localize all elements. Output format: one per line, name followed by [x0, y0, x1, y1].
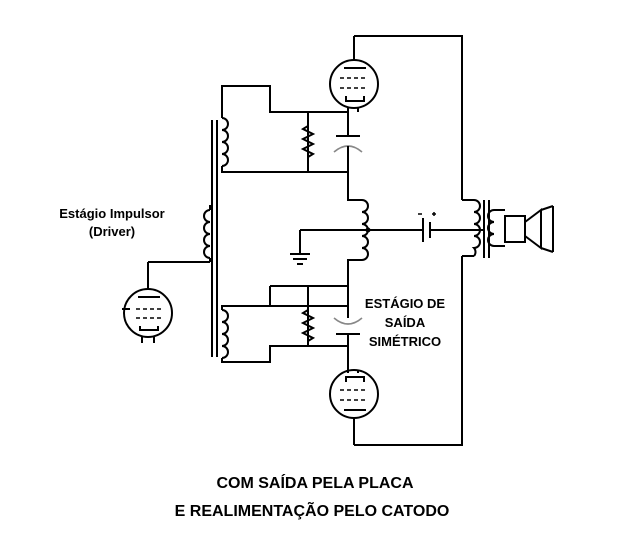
output-transformer — [462, 199, 505, 258]
upper-grid-resistor — [300, 125, 316, 158]
driver-tube — [122, 261, 210, 343]
lower-capacitor — [333, 286, 363, 370]
driver-transformer — [203, 117, 229, 359]
lower-output-tube — [329, 369, 379, 445]
driver-label-line2: (Driver) — [89, 224, 135, 239]
upper-capacitor — [333, 112, 363, 172]
output-stage-label-line3: SIMÉTRICO — [369, 334, 441, 349]
lower-grid-resistor — [300, 309, 316, 342]
battery-symbol — [368, 212, 484, 242]
caption-line2: E REALIMENTAÇÃO PELO CATODO — [175, 500, 450, 520]
driver-label-line1: Estágio Impulsor — [59, 206, 164, 221]
caption-line1: COM SAÍDA PELA PLACA — [216, 473, 413, 492]
output-stage-label-line1: ESTÁGIO DE — [365, 296, 446, 311]
upper-output-tube — [329, 36, 379, 112]
output-stage-label-line2: SAÍDA — [385, 315, 426, 330]
ground-symbol — [290, 227, 371, 265]
speaker-icon — [504, 205, 554, 253]
